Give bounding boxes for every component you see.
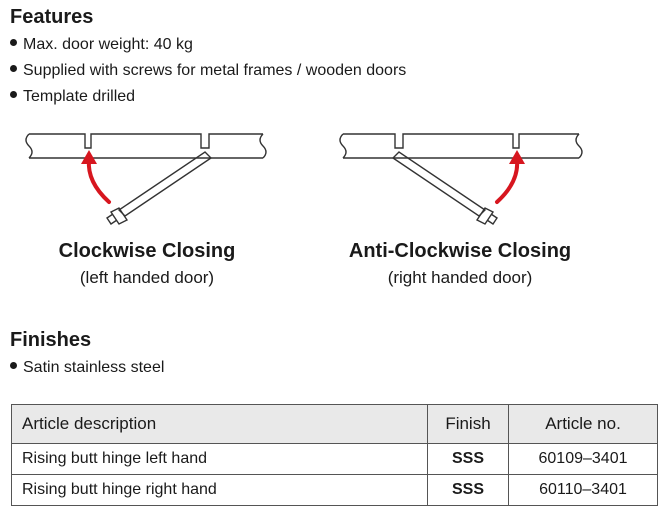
list-item: Supplied with screws for metal frames / … <box>10 58 406 84</box>
arrow-icon <box>81 150 111 204</box>
header-description: Article description <box>11 404 428 444</box>
frame-outline <box>343 133 579 159</box>
clockwise-subtitle: (left handed door) <box>79 268 215 287</box>
list-item: Template drilled <box>10 84 406 110</box>
feature-text: Template drilled <box>23 88 136 105</box>
bullet-icon <box>10 39 17 47</box>
hinge-detail <box>475 207 498 225</box>
table-row: Rising butt hinge left hand SSS 60109–34… <box>11 443 658 475</box>
cell-article-no: 60110–3401 <box>508 474 658 506</box>
feature-text: Max. door weight: 40 kg <box>23 36 193 53</box>
finishes-list: Satin stainless steel <box>10 355 164 381</box>
frame-outline <box>29 133 263 159</box>
header-finish: Finish <box>427 404 509 444</box>
break-mark-right <box>259 133 267 159</box>
hinge-detail <box>106 207 129 225</box>
cell-description: Rising butt hinge right hand <box>11 474 428 506</box>
header-article-no: Article no. <box>508 404 658 444</box>
cell-finish: SSS <box>427 474 509 506</box>
break-mark-right <box>575 133 583 159</box>
anti-clockwise-subtitle: (right handed door) <box>387 268 533 287</box>
anti-clockwise-closing-diagram <box>339 133 583 225</box>
door-leaf <box>391 151 487 217</box>
article-table: Article description Finish Article no. R… <box>11 404 658 506</box>
break-mark-left <box>25 133 33 159</box>
clockwise-title: Clockwise Closing <box>58 240 236 262</box>
list-item: Satin stainless steel <box>10 355 164 381</box>
cell-article-no: 60109–3401 <box>508 443 658 475</box>
anti-clockwise-title: Anti-Clockwise Closing <box>348 240 572 262</box>
door-leaf <box>117 151 213 217</box>
finishes-heading: Finishes <box>10 329 92 351</box>
table-header-row: Article description Finish Article no. <box>11 404 658 444</box>
break-mark-left <box>339 133 347 159</box>
cell-description: Rising butt hinge left hand <box>11 443 428 475</box>
features-heading: Features <box>10 6 94 28</box>
arrow-icon <box>495 150 525 204</box>
features-list: Max. door weight: 40 kg Supplied with sc… <box>10 32 406 110</box>
clockwise-closing-diagram <box>25 133 267 225</box>
finish-text: Satin stainless steel <box>23 359 165 376</box>
list-item: Max. door weight: 40 kg <box>10 32 406 58</box>
bullet-icon <box>10 65 17 73</box>
bullet-icon <box>10 362 17 370</box>
cell-finish: SSS <box>427 443 509 475</box>
bullet-icon <box>10 91 17 99</box>
feature-text: Supplied with screws for metal frames / … <box>23 62 407 79</box>
table-row: Rising butt hinge right hand SSS 60110–3… <box>11 474 658 506</box>
